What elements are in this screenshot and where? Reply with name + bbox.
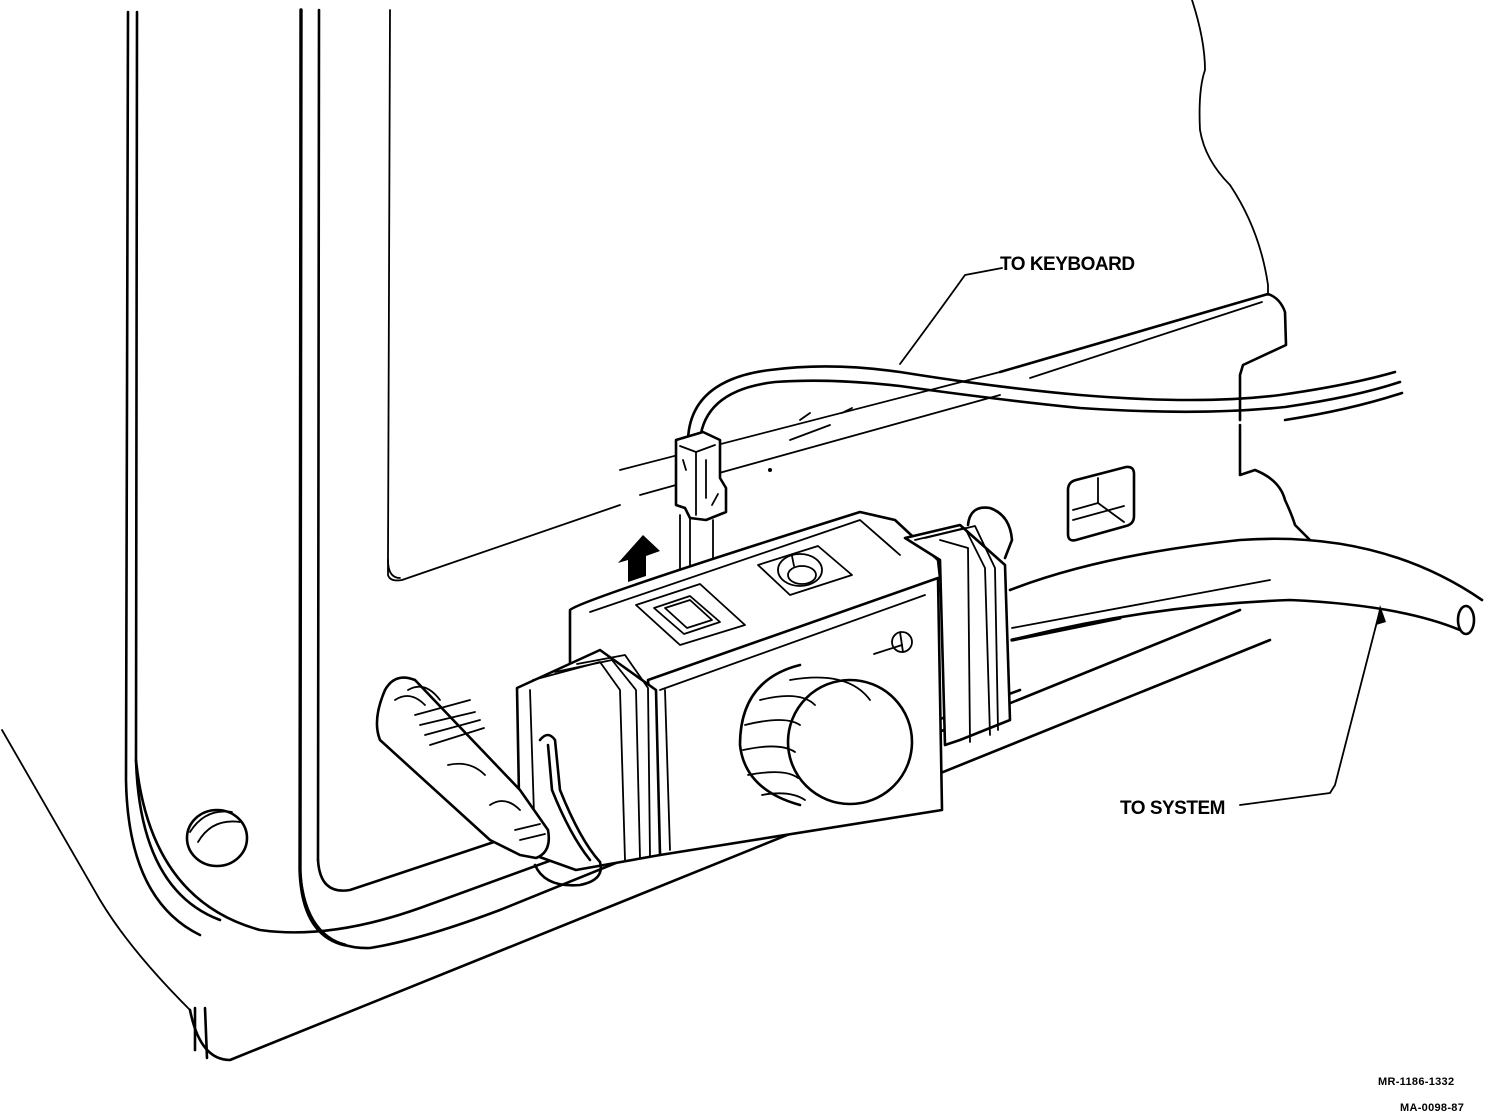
reference-number-secondary: MA-0098-87 [1400,1102,1465,1114]
modular-plug [674,430,728,522]
connector-box [515,506,1014,872]
rear-socket [1066,465,1136,542]
system-cable [1008,537,1484,642]
knob[interactable] [738,663,914,807]
reference-number-primary: MR-1186-1332 [1378,1076,1455,1088]
callout-leaders [899,267,1386,806]
callout-to-keyboard: TO KEYBOARD [1000,254,1135,275]
up-arrow-icon [618,535,660,582]
callout-to-system: TO SYSTEM [1120,798,1225,819]
bnc-connector [375,676,603,887]
monitor-housing [1,0,1312,1062]
